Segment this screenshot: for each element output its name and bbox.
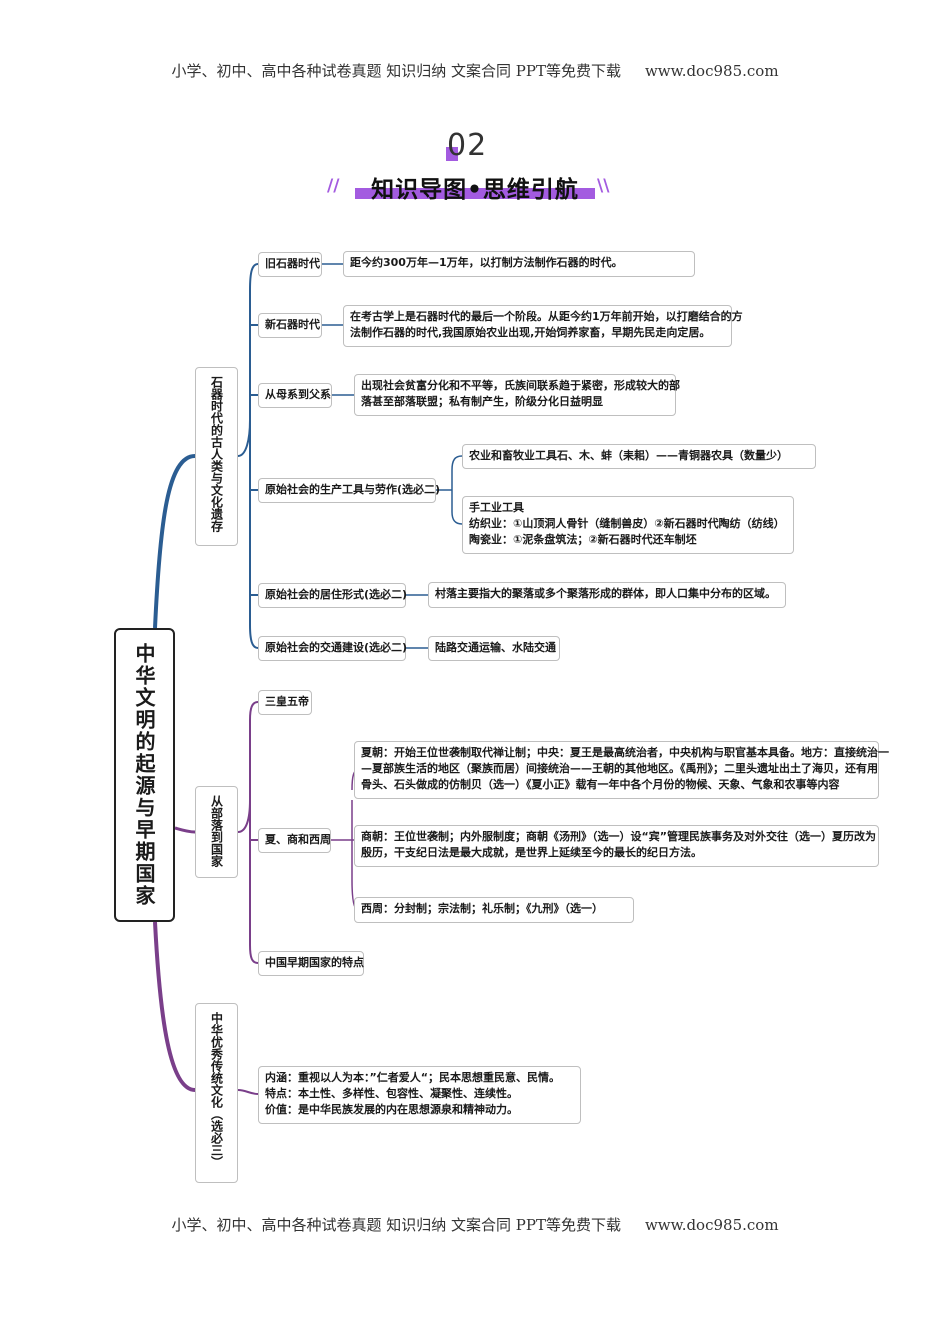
xia-line1: 夏朝：开始王位世袭制取代禅让制；中央：夏王是最高统治者，中央机构与职官基本具备。… xyxy=(361,746,889,759)
desc-new-stone-age: 在考古学上是石器时代的最后一个阶段。从距今约1万年前开始，以打磨结合的方 法制作… xyxy=(343,305,743,347)
connector-root-branch3 xyxy=(153,921,196,1092)
craft-line3: 陶瓷业：①泥条盘筑法；②新石器时代还车制坯 xyxy=(469,533,697,546)
footer-text: 小学、初中、高中各种试卷真题 知识归纳 文案合同 PPT等免费下载 xyxy=(171,1216,621,1234)
culture-line1: 内涵：重视以人为本：”仁者爱人“；民本思想重民意、民情。 xyxy=(265,1071,560,1084)
connector-branch1-spine xyxy=(237,263,259,649)
desc-traffic: 陆路交通运输、水陆交通 xyxy=(428,636,560,661)
node-sanhuang: 三皇五帝 xyxy=(258,690,312,715)
section-title: 知识导图•思维引航 xyxy=(371,177,579,203)
desc-living: 村落主要指大的聚落或多个聚落形成的群体，即人口集中分布的区域。 xyxy=(428,582,786,608)
slash-left-decor: // xyxy=(327,176,340,196)
node-xsz: 夏、商和西周 xyxy=(258,828,331,853)
culture-line3: 价值：是中华民族发展的内在思想源泉和精神动力。 xyxy=(265,1103,518,1116)
branch2-node: 从部落到国家 xyxy=(195,786,238,878)
culture-line2: 特点：本土性、多样性、包容性、凝聚性、连续性。 xyxy=(265,1087,518,1100)
page-header: 小学、初中、高中各种试卷真题 知识归纳 文案合同 PPT等免费下载 www.doc… xyxy=(0,60,950,81)
connector-branch3-content xyxy=(237,1089,259,1095)
desc-kin-line1: 出现社会贫富分化和不平等，氏族间联系趋于紧密，形成较大的部 xyxy=(361,379,680,392)
page-footer: 小学、初中、高中各种试卷真题 知识归纳 文案合同 PPT等免费下载 www.doc… xyxy=(0,1214,950,1235)
node-traits: 中国早期国家的特点 xyxy=(258,951,364,976)
desc-kin-line2: 落甚至部落联盟；私有制产生，阶级分化日益明显 xyxy=(361,395,603,408)
desc-new-line2: 法制作石器的时代,我国原始农业出现,开始饲养家畜，早期先民走向定居。 xyxy=(350,326,711,339)
connector-tools-split xyxy=(436,455,463,525)
shang-line1: 商朝：王位世袭制；内外服制度；商朝《汤刑》（选一）设“宾”管理民族事务及对外交往… xyxy=(361,830,876,843)
desc-shang: 商朝：王位世袭制；内外服制度；商朝《汤刑》（选一）设“宾”管理民族事务及对外交往… xyxy=(354,825,879,867)
node-old-stone-age: 旧石器时代 xyxy=(258,252,322,277)
xia-line3: 骨头、石头做成的仿制贝（选一）《夏小正》载有一年中各个月份的物候、天象、气象和农… xyxy=(361,778,840,791)
node-living: 原始社会的居住形式(选必二) xyxy=(258,583,407,608)
craft-line1: 手工业工具 xyxy=(469,501,524,514)
desc-kinship: 出现社会贫富分化和不平等，氏族间联系趋于紧密，形成较大的部 落甚至部落联盟；私有… xyxy=(354,374,680,416)
slash-right-decor: \\ xyxy=(597,176,610,196)
section-number: 02 xyxy=(447,128,488,163)
desc-zhou: 西周：分封制；宗法制；礼乐制；《九刑》（选一） xyxy=(354,897,634,923)
desc-craft-tools: 手工业工具 纺织业：①山顶洞人骨针（缝制兽皮）②新石器时代陶纺（纺线） 陶瓷业：… xyxy=(462,496,794,554)
title-underline-accent xyxy=(355,188,595,199)
header-site: www.doc985.com xyxy=(644,62,779,80)
connector-xsz-split xyxy=(331,769,359,911)
branch1-node: 石器时代的古人类与文化遗存 xyxy=(195,367,238,546)
desc-agri-tools: 农业和畜牧业工具石、木、蚌（耒耜）——青铜器农具（数量少） xyxy=(462,444,816,469)
xia-line2: —夏部族生活的地区（聚族而居）间接统治——王朝的其他地区。《禹刑》；二里头遗址出… xyxy=(361,762,878,775)
section-title-wrap: // 知识导图•思维引航 \\ xyxy=(327,170,615,204)
node-kinship: 从母系到父系 xyxy=(258,383,332,408)
header-text: 小学、初中、高中各种试卷真题 知识归纳 文案合同 PPT等免费下载 xyxy=(171,62,621,80)
connector-root-branch1 xyxy=(153,454,196,629)
node-traffic: 原始社会的交通建设(选必二) xyxy=(258,636,407,661)
branch3-node: 中华优秀传统文化（选必三） xyxy=(195,1003,238,1183)
desc-old-stone-age: 距今约300万年—1万年，以打制方法制作石器的时代。 xyxy=(343,251,695,277)
desc-culture: 内涵：重视以人为本：”仁者爱人“；民本思想重民意、民情。 特点：本土性、多样性、… xyxy=(258,1066,581,1124)
section-number-accent xyxy=(446,147,458,161)
root-node: 中华文明的起源与早期国家 xyxy=(114,628,175,922)
connector-root-branch2 xyxy=(174,826,196,834)
connector-branch2-spine xyxy=(237,701,259,964)
craft-line2: 纺织业：①山顶洞人骨针（缝制兽皮）②新石器时代陶纺（纺线） xyxy=(469,517,785,530)
desc-new-line1: 在考古学上是石器时代的最后一个阶段。从距今约1万年前开始，以打磨结合的方 xyxy=(350,310,743,323)
footer-site: www.doc985.com xyxy=(644,1216,779,1234)
desc-xia: 夏朝：开始王位世袭制取代禅让制；中央：夏王是最高统治者，中央机构与职官基本具备。… xyxy=(354,741,889,799)
node-new-stone-age: 新石器时代 xyxy=(258,313,322,338)
shang-line2: 殷历，干支纪日法是最大成就，是世界上延续至今的最长的纪日方法。 xyxy=(361,846,702,859)
node-tools: 原始社会的生产工具与劳作(选必二) xyxy=(258,478,440,503)
